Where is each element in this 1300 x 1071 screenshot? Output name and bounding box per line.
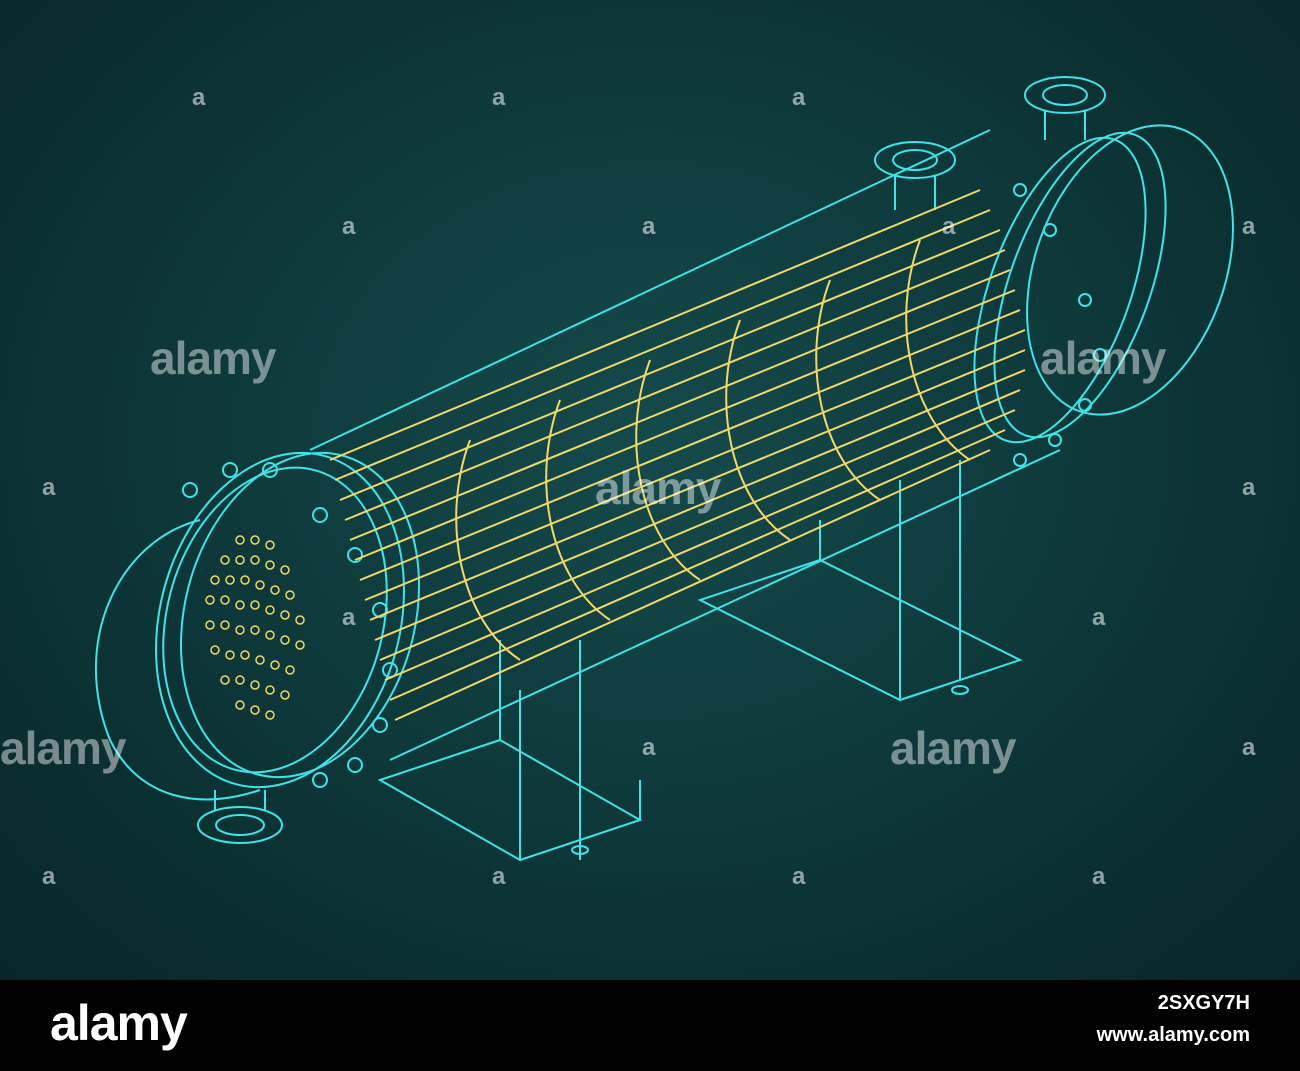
watermark-mark: a	[192, 84, 206, 111]
heat-exchanger-drawing	[95, 76, 1234, 862]
tubesheet-holes	[205, 535, 305, 720]
watermark-mark: a	[492, 863, 506, 890]
watermark-logo: alamy	[595, 462, 721, 514]
watermark-mark: a	[942, 213, 956, 240]
watermark-mark: a	[42, 474, 56, 501]
front-tubesheet	[162, 466, 388, 774]
blueprint-canvas: alamy alamy alamy alamy alamy a a a a a …	[0, 0, 1300, 980]
watermark-mark: a	[1242, 474, 1256, 501]
footer-bar: alamy 2SXGY7H www.alamy.com	[0, 980, 1300, 1071]
image-id: 2SXGY7H	[1157, 992, 1250, 1014]
watermark-logo: alamy	[890, 722, 1016, 774]
watermark-mark: a	[42, 863, 56, 890]
front-flange-outer	[155, 451, 405, 789]
front-channel	[95, 519, 261, 801]
watermark-mark: a	[642, 734, 656, 761]
watermark-mark: a	[1242, 734, 1256, 761]
rear-nozzle-top	[1024, 76, 1106, 140]
tube-bundle	[329, 189, 1026, 721]
shell-nozzle-top	[874, 141, 956, 210]
shell-top-edge	[309, 129, 991, 451]
support-saddle-rear	[697, 460, 1023, 702]
watermark-mark: a	[342, 604, 356, 631]
watermark-mark: a	[792, 84, 806, 111]
watermark-mark: a	[342, 213, 356, 240]
rear-head	[1026, 124, 1234, 416]
watermark-logo: alamy	[0, 722, 126, 774]
watermark-mark: a	[1242, 213, 1256, 240]
watermark-mark: a	[792, 863, 806, 890]
watermark-mark: a	[1092, 604, 1106, 631]
watermark-logo: alamy	[150, 332, 276, 384]
shell-bottom-edge	[389, 449, 1061, 761]
front-nozzle-bottom	[197, 790, 283, 844]
watermark-logo: alamy	[1040, 332, 1166, 384]
support-saddle-front	[377, 640, 643, 862]
front-flange-bolts	[182, 462, 398, 788]
watermark-mark: a	[642, 213, 656, 240]
watermark-mark: a	[1092, 863, 1106, 890]
footer-logo: alamy	[50, 995, 188, 1051]
watermark-mark: a	[492, 84, 506, 111]
footer-url[interactable]: www.alamy.com	[1096, 1024, 1250, 1046]
rear-flange	[973, 136, 1147, 444]
rear-flange-bolts	[1013, 183, 1107, 467]
